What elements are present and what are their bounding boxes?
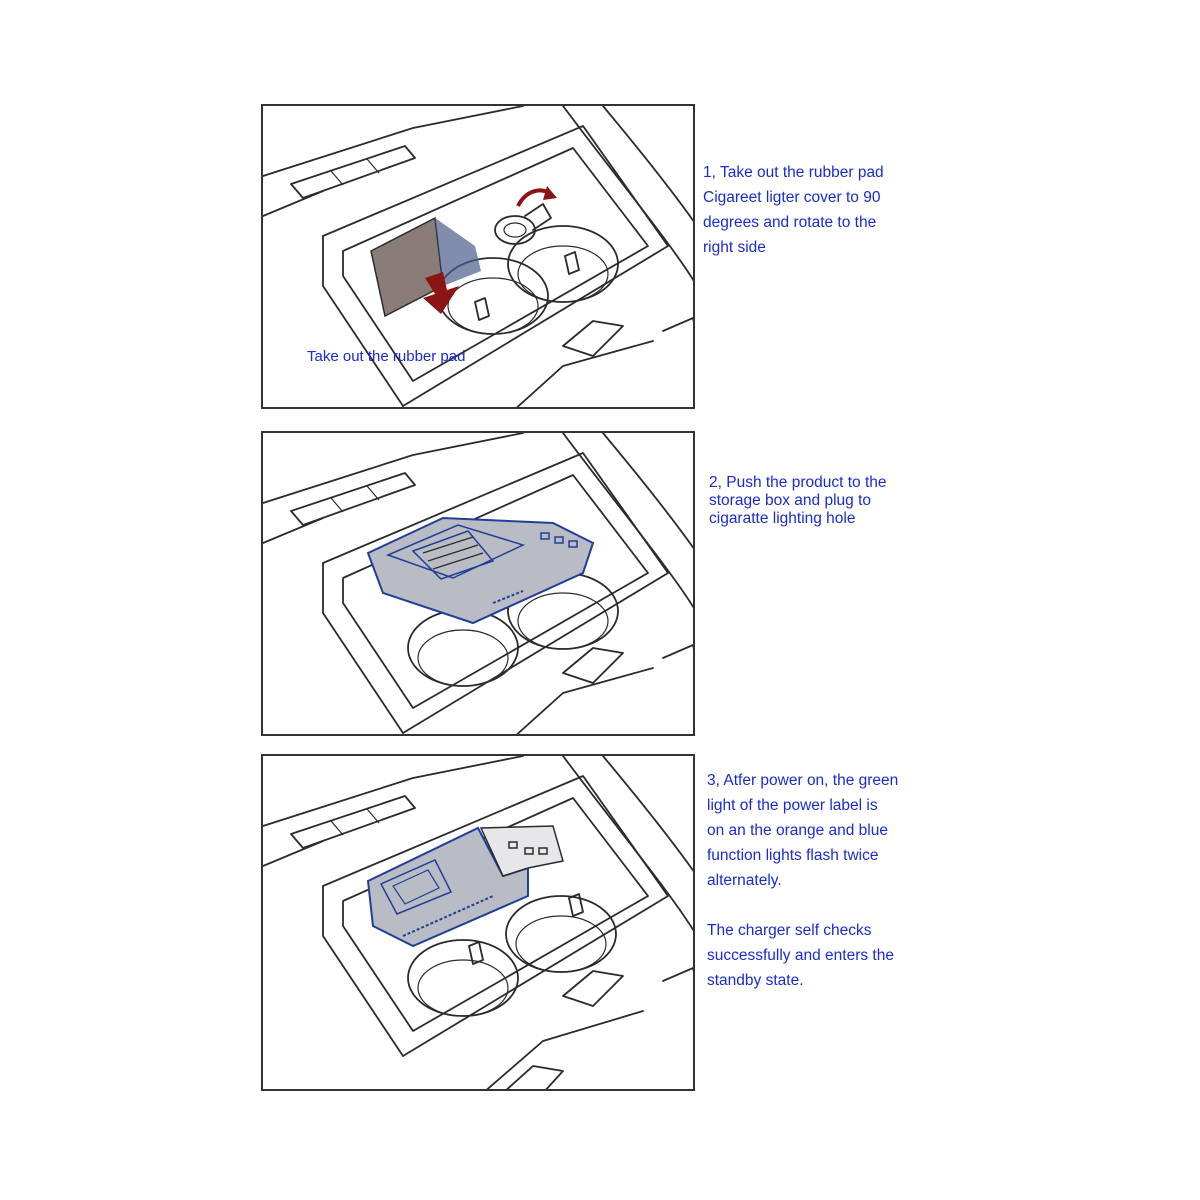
- console-drawing-2: [263, 433, 693, 734]
- vent-buttons: [290, 472, 416, 526]
- step-3-caption: 3, Atfer power on, the green light of th…: [707, 772, 899, 989]
- console-drawing-3: [263, 756, 693, 1089]
- vent-buttons: [290, 795, 416, 849]
- vent-buttons: [290, 145, 416, 199]
- step-2-caption: 2, Push the product to the storage box a…: [709, 474, 887, 527]
- down-arrow-icon: [423, 272, 459, 314]
- step-1-caption: 1, Take out the rubber pad Cigareet ligt…: [703, 164, 884, 256]
- step-1-inline-label: Take out the rubber pad: [307, 348, 466, 365]
- step-1-illustration: Take out the rubber pad: [261, 104, 695, 409]
- cigarette-lighter: [494, 203, 552, 245]
- step-3-illustration: [261, 754, 695, 1091]
- console-drawing-1: [263, 106, 693, 407]
- wireless-charger-installed: [366, 825, 564, 948]
- wireless-charger: [366, 516, 595, 625]
- step-2-illustration: [261, 431, 695, 736]
